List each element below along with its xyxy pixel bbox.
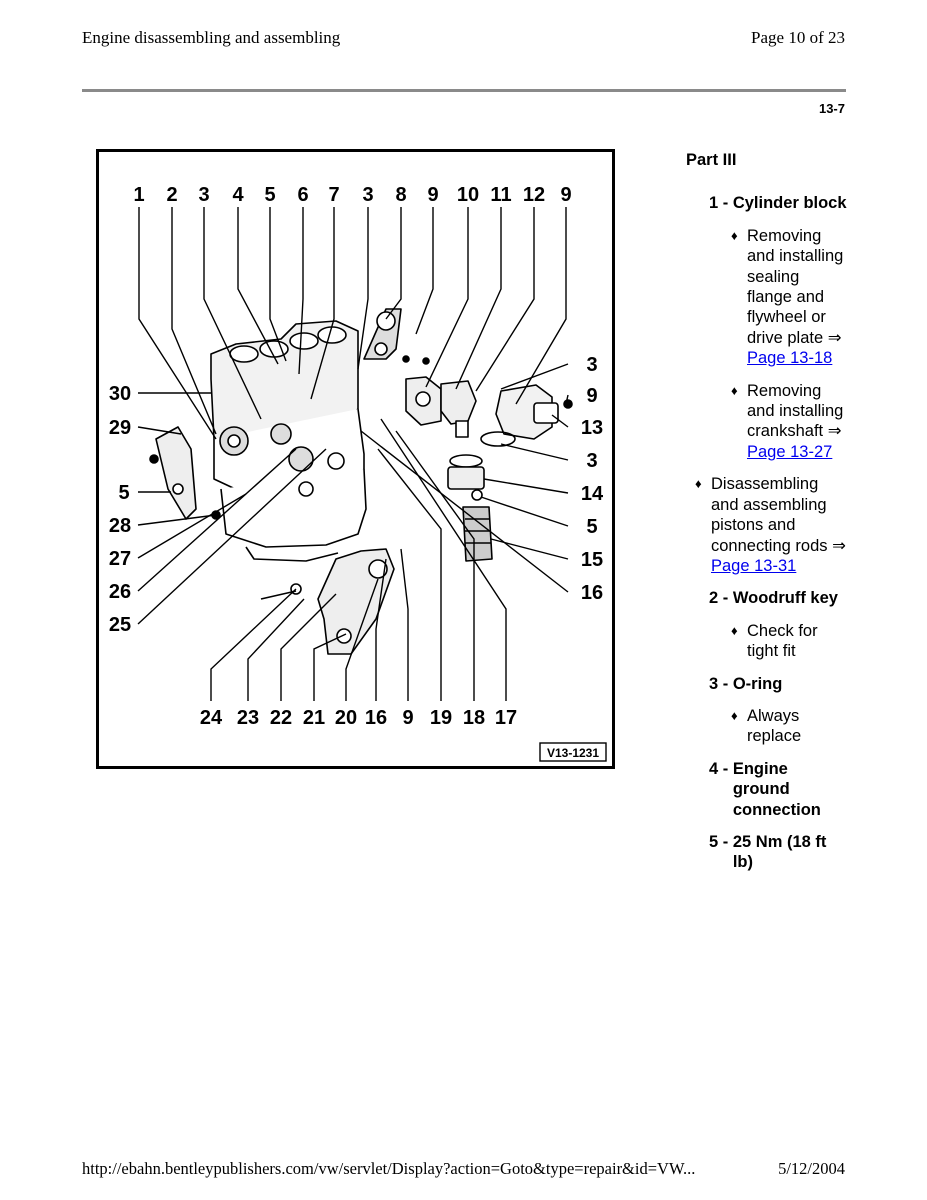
callout-top-3: 3	[198, 184, 209, 206]
callout-top-5: 5	[264, 184, 275, 206]
callout-left-2: 29	[109, 417, 131, 439]
callout-left-1: 30	[109, 383, 131, 405]
section-number: 13-7	[818, 101, 845, 116]
callout-left-7: 25	[109, 614, 131, 636]
item-title: 25 Nm (18 ft lb)	[732, 832, 827, 872]
callout-right-7: 15	[581, 549, 603, 571]
item-3: 3 - O-ring	[709, 674, 848, 694]
bullet-text: Check for tight fit	[747, 621, 818, 661]
page-link[interactable]: Page 13-18	[747, 349, 833, 368]
item-title: Woodruff key	[732, 589, 838, 608]
callout-top-6: 6	[297, 184, 308, 206]
list-item: ♦ Always replace	[731, 706, 848, 747]
callout-bottom-7: 9	[402, 707, 413, 729]
footer-date: 5/12/2004	[778, 1159, 845, 1178]
diamond-bullet-icon: ♦	[695, 476, 702, 492]
diamond-bullet-icon: ♦	[731, 382, 738, 398]
callout-bottom-9: 18	[463, 707, 485, 729]
callout-top-14: 9	[560, 184, 571, 206]
engine-drawing	[149, 308, 573, 655]
callout-left-6: 26	[109, 581, 131, 603]
callout-top-11: 10	[457, 184, 479, 206]
callout-left-5: 27	[109, 548, 131, 570]
part-title: Part III	[686, 151, 737, 169]
item-4: 4 - Engine ground connection	[709, 759, 848, 820]
callout-left-4: 28	[109, 515, 131, 537]
callout-top-12: 11	[490, 184, 511, 206]
callout-right-1: 3	[586, 354, 597, 376]
callout-bottom-5: 20	[335, 707, 357, 729]
document-title: Engine disassembling and assembling	[82, 28, 341, 47]
list-item: ♦ Check for tight fit	[731, 621, 848, 662]
callout-bottom-10: 17	[495, 707, 517, 729]
item-1: 1 - Cylinder block	[709, 193, 848, 213]
item-title: Cylinder block	[732, 194, 847, 213]
callout-bottom-4: 21	[303, 707, 325, 729]
item-2: 2 - Woodruff key	[709, 588, 848, 608]
list-item: ♦ Removing and installing crankshaft ⇒ P…	[731, 381, 848, 463]
item-number: 1 -	[709, 194, 733, 213]
page-link[interactable]: Page 13-31	[711, 556, 797, 575]
page-link[interactable]: Page 13-27	[747, 442, 833, 461]
footer-url: http://ebahn.bentleypublishers.com/vw/se…	[82, 1159, 696, 1178]
callout-bottom-2: 23	[237, 707, 259, 729]
header-rule	[82, 89, 846, 92]
page-number: Page 10 of 23	[751, 28, 845, 47]
item-number: 3 -	[709, 674, 733, 693]
callout-right-4: 3	[586, 450, 597, 472]
callout-top-1: 1	[133, 184, 144, 206]
diamond-bullet-icon: ♦	[731, 622, 738, 638]
item-5: 5 - 25 Nm (18 ft lb)	[709, 832, 848, 873]
item-title: O-ring	[732, 674, 783, 693]
diamond-bullet-icon: ♦	[731, 707, 738, 723]
list-item: ♦ Disassembling and assembling pistons a…	[695, 474, 848, 576]
callout-top-10: 9	[427, 184, 438, 206]
callout-right-3: 13	[581, 417, 603, 439]
callout-bottom-6: 16	[365, 707, 387, 729]
callout-top-4: 4	[232, 184, 244, 206]
callout-right-2: 9	[586, 385, 597, 407]
callout-right-8: 16	[581, 582, 603, 604]
bullet-text: Disassembling and assembling pistons and…	[711, 475, 846, 555]
list-item: ♦ Removing and installing sealing flange…	[731, 226, 848, 369]
diamond-bullet-icon: ♦	[731, 227, 738, 243]
callout-top-2: 2	[166, 184, 177, 206]
item-number: 4 -	[709, 759, 733, 778]
parts-list: Part III 1 - Cylinder block ♦ Removing a…	[686, 150, 848, 885]
callout-left-3: 5	[118, 482, 129, 504]
item-number: 5 -	[709, 832, 733, 851]
bullet-text: Removing and installing sealing flange a…	[747, 226, 844, 347]
callout-bottom-3: 22	[270, 707, 292, 729]
bullet-text: Removing and installing crankshaft ⇒	[747, 381, 844, 441]
callout-right-5: 14	[581, 483, 604, 505]
callout-bottom-8: 19	[430, 707, 452, 729]
figure-code: V13-1231	[547, 746, 599, 760]
item-title: Engine ground connection	[732, 759, 821, 819]
callout-bottom-1: 24	[200, 707, 223, 729]
callout-top-8: 3	[362, 184, 373, 206]
bullet-text: Always replace	[747, 706, 802, 746]
exploded-engine-diagram: 1 2 3 4 5 6 7 3 8 9 10 11 12 9 30 29 5 2…	[96, 149, 615, 769]
callout-top-9: 8	[395, 184, 406, 206]
callout-top-7: 7	[328, 184, 339, 206]
item-number: 2 -	[709, 589, 733, 608]
callout-top-13: 12	[523, 184, 545, 206]
callout-right-6: 5	[586, 516, 597, 538]
